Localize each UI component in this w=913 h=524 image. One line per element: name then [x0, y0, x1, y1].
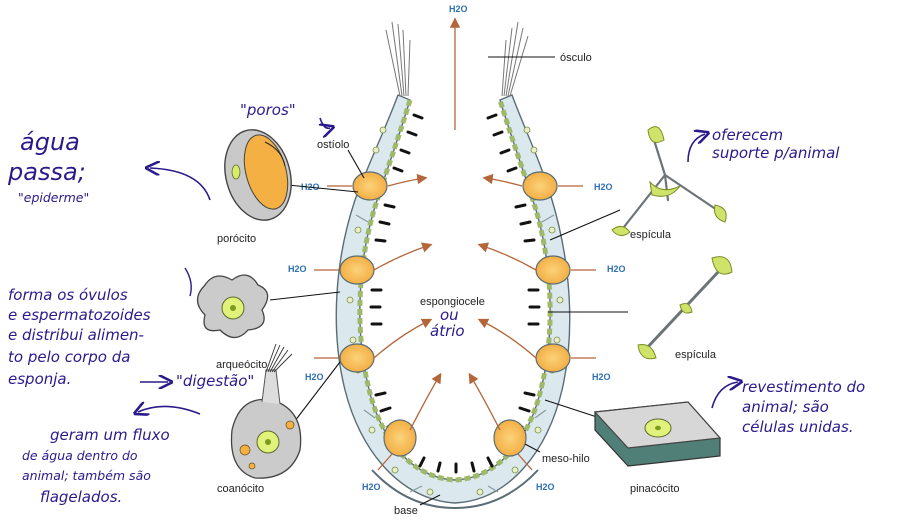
- note-espiculas-1: oferecem: [712, 126, 783, 144]
- sponge-body: [335, 94, 571, 510]
- note-pinacocito-3: células unidas.: [742, 418, 854, 436]
- h2o-label-top: H2O: [449, 4, 468, 14]
- note-atrio-1: ou: [440, 306, 459, 324]
- choanocyte-cell: [230, 343, 302, 479]
- note-agua-1: água: [20, 128, 80, 156]
- note-coanocito-1: geram um fluxo: [50, 426, 170, 444]
- label-base: base: [394, 505, 418, 517]
- note-agua-2: passa;: [7, 158, 86, 186]
- label-porocito: porócito: [217, 233, 256, 245]
- h2o-label-r2: H2O: [607, 264, 626, 274]
- label-meso-hilo: meso-hilo: [542, 453, 590, 465]
- h2o-label-l4: H2O: [362, 482, 381, 492]
- h2o-label-r1: H2O: [594, 182, 613, 192]
- note-agua-3: "epiderme": [18, 190, 89, 205]
- h2o-label-l2: H2O: [288, 264, 307, 274]
- note-arqueocito-4: to pelo corpo da: [8, 348, 130, 366]
- label-espongiocele: espongiocele: [420, 296, 485, 308]
- note-arqueocito-2: e espermatozoides: [8, 306, 151, 324]
- note-arqueocito-3: e distribui alimen-: [8, 326, 144, 344]
- label-espicula-top: espícula: [630, 229, 672, 241]
- note-pinacocito-2: animal; são: [742, 398, 829, 416]
- sponge-base: [371, 469, 539, 510]
- water-flow-arrows: [314, 17, 596, 471]
- handwritten-annotations: "poros" água passa; "epiderme" oferecem …: [7, 101, 865, 506]
- note-coanocito-3: animal; também são: [22, 468, 151, 483]
- printed-labels: ósculo ostíolo porócito espícula espongi…: [216, 52, 717, 517]
- note-coanocito-4: flagelados.: [40, 488, 122, 506]
- note-espiculas-2: suporte p/animal: [712, 144, 840, 162]
- choanocyte-layer: [357, 99, 553, 483]
- label-osculo: ósculo: [560, 52, 592, 64]
- note-coanocito-2: de água dentro do: [22, 448, 138, 463]
- porocyte-cell: [224, 129, 292, 221]
- note-arqueocito-1: forma os óvulos: [8, 286, 128, 304]
- h2o-label-l3: H2O: [305, 372, 324, 382]
- note-arqueocito-5: esponja.: [8, 370, 71, 388]
- note-atrio-2: átrio: [430, 322, 465, 340]
- h2o-labels: H2O H2O H2O H2O H2O H2O H2O H2O H2O: [288, 4, 626, 492]
- note-pinacocito-1: revestimento do: [742, 378, 865, 396]
- porocytes: [339, 171, 571, 457]
- osculum-bristles: [385, 21, 529, 97]
- h2o-label-r3: H2O: [592, 372, 611, 382]
- h2o-label-r4: H2O: [536, 482, 555, 492]
- note-digestao: "digestão": [176, 372, 254, 390]
- flagella: [369, 113, 541, 474]
- label-espicula-bottom: espícula: [675, 349, 717, 361]
- spicule-monaxon: [637, 256, 733, 360]
- label-pinacocito: pinacócito: [630, 483, 680, 495]
- spicule-triradiate: [611, 126, 727, 236]
- label-arqueocito: arqueócito: [216, 359, 267, 371]
- pinacocyte-cell: [593, 401, 722, 467]
- note-poros: "poros": [240, 101, 296, 119]
- label-coanocito: coanócito: [217, 483, 264, 495]
- archaeocyte-cell: [196, 274, 269, 339]
- label-ostiolo: ostíolo: [317, 139, 349, 151]
